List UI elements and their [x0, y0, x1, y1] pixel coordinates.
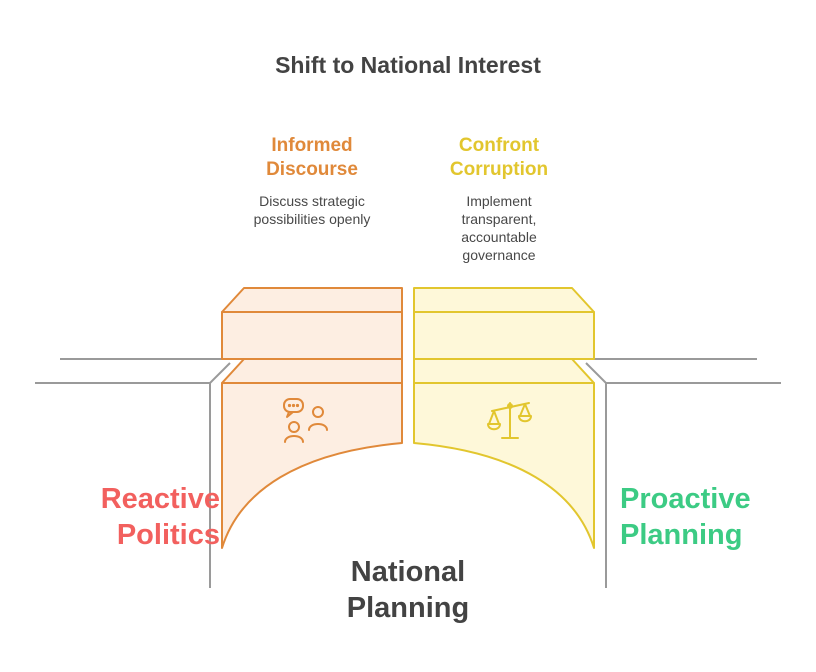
people-chat-icon [283, 398, 328, 443]
right-block-heading: Confront Corruption [449, 135, 549, 180]
center-label: National Planning [346, 556, 470, 624]
right-road-bevel [585, 362, 607, 384]
left-block-front-face [221, 311, 403, 360]
scales-icon [487, 402, 532, 439]
left-block-description: Discuss strategic possibilities openly [253, 193, 371, 227]
left-block [221, 287, 403, 549]
right-block-front-face [413, 311, 595, 360]
ground-lines [35, 358, 781, 588]
right-arch-top-face [413, 358, 595, 384]
left-arch-top-face [221, 358, 403, 384]
right-block [413, 287, 595, 549]
right-arch-body [413, 382, 595, 549]
left-block-heading: Informed Discourse [266, 135, 358, 180]
diagram-title: Shift to National Interest [275, 52, 541, 78]
left-road-bevel [209, 362, 231, 384]
left-side-label: Reactive Politics [100, 483, 220, 551]
left-block-top-face [221, 287, 403, 313]
left-arch-body [221, 382, 403, 549]
right-block-top-face [413, 287, 595, 313]
right-side-label: Proactive Planning [620, 483, 751, 551]
right-block-description: Implement transparent, accountable gover… [461, 193, 537, 263]
